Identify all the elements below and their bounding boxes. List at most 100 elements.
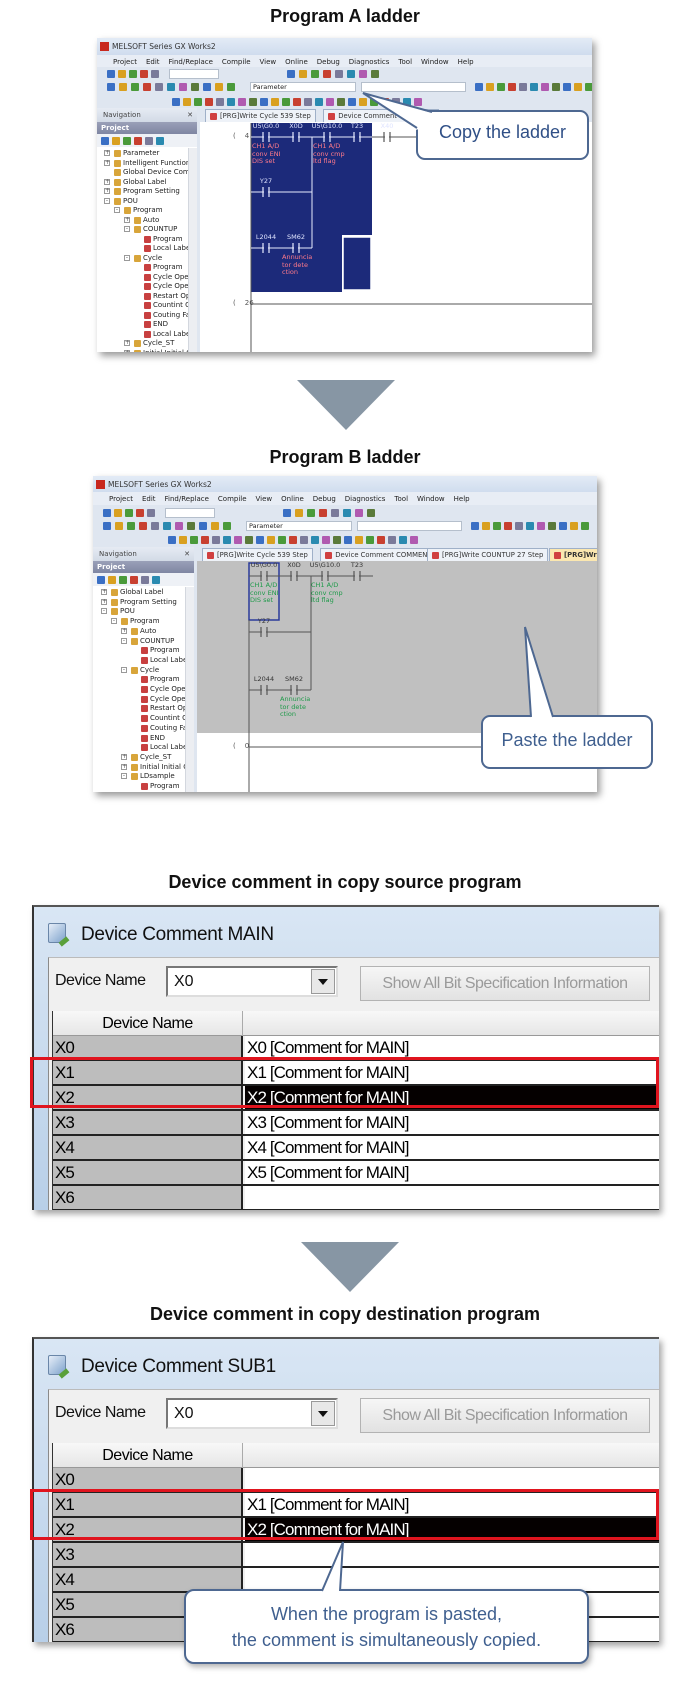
toolbar-button-icon[interactable] [203, 83, 211, 91]
comment-cell[interactable]: X2 [Comment for MAIN] [245, 1518, 659, 1541]
menu-edit[interactable]: Edit [141, 494, 156, 503]
toolbar-button-icon[interactable] [377, 536, 385, 544]
toolbar-button-icon[interactable] [552, 83, 560, 91]
toolbar-button-icon[interactable] [282, 98, 290, 106]
toolbar-combo[interactable] [169, 69, 219, 79]
tree-expander-icon[interactable]: + [121, 626, 128, 634]
menu-debug[interactable]: Debug [316, 57, 340, 66]
contact-symbol[interactable] [353, 132, 361, 142]
toolbar-button-icon[interactable] [131, 83, 139, 91]
tree-expander-icon[interactable]: + [104, 158, 111, 166]
toolbar-button-icon[interactable] [300, 536, 308, 544]
toolbar-button-icon[interactable] [112, 137, 120, 145]
toolbar-button-icon[interactable] [337, 98, 345, 106]
tree-item[interactable]: +Initial Initial Ope [97, 349, 188, 352]
tree-expander-icon[interactable]: + [101, 597, 108, 605]
editor-tab[interactable]: [PRG]Write Cycle 539 Step [202, 548, 313, 561]
toolbar-combo[interactable] [165, 508, 215, 518]
toolbar-button-icon[interactable] [238, 98, 246, 106]
toolbar-button-icon[interactable] [216, 98, 224, 106]
tree-item[interactable]: Local Label [97, 330, 188, 339]
toolbar-button-icon[interactable] [151, 522, 159, 530]
contact-symbol[interactable] [290, 685, 298, 695]
device-name-value[interactable]: X0 [174, 973, 194, 990]
toolbar-button-icon[interactable] [199, 522, 207, 530]
menu-window[interactable]: Window [417, 494, 445, 503]
toolbar-button-icon[interactable] [347, 70, 355, 78]
toolbar-button-icon[interactable] [119, 83, 127, 91]
tree-item[interactable]: +Cycle_ST [97, 339, 188, 348]
toolbar-button-icon[interactable] [508, 83, 516, 91]
tree-item[interactable]: Couting Fail [97, 311, 188, 320]
toolbar-button-icon[interactable] [581, 522, 589, 530]
toolbar-button-icon[interactable] [136, 509, 144, 517]
tree-item[interactable]: Countint Cy [97, 301, 188, 310]
tree-item[interactable]: +Global Label [97, 178, 188, 187]
menu-findreplace[interactable]: Find/Replace [168, 57, 213, 66]
toolbar-button-icon[interactable] [256, 536, 264, 544]
parameter-field[interactable]: Parameter [246, 521, 352, 531]
toolbar-button-icon[interactable] [125, 509, 133, 517]
tree-expander-icon[interactable]: + [101, 588, 108, 595]
device-label[interactable]: X0D [289, 122, 303, 130]
tree-item[interactable]: Program [97, 263, 188, 272]
toolbar-button-icon[interactable] [205, 98, 213, 106]
device-cell[interactable]: X6 [53, 1186, 243, 1209]
tree-item[interactable]: Program [97, 235, 188, 244]
toolbar-button-icon[interactable] [355, 509, 363, 517]
toolbar-button-icon[interactable] [155, 83, 163, 91]
editor-tab[interactable]: Device Comment COMMENT [320, 548, 437, 561]
tree-expander-icon[interactable]: - [124, 225, 130, 232]
toolbar-button-icon[interactable] [147, 509, 155, 517]
toolbar-button-icon[interactable] [295, 509, 303, 517]
device-cell[interactable]: X0 [53, 1468, 243, 1491]
toolbar-button-icon[interactable] [319, 509, 327, 517]
device-cell[interactable]: X2 [53, 1086, 243, 1109]
comment-cell[interactable]: X3 [Comment for MAIN] [245, 1111, 659, 1134]
tree-expander-icon[interactable]: - [114, 206, 120, 213]
toolbar-button-icon[interactable] [541, 83, 549, 91]
toolbar-button-icon[interactable] [519, 83, 527, 91]
toolbar-button-icon[interactable] [559, 522, 567, 530]
toolbar-button-icon[interactable] [471, 522, 479, 530]
contact-symbol[interactable] [260, 685, 268, 695]
contact-symbol[interactable] [260, 627, 268, 637]
tree-item[interactable]: Restart Oper [93, 704, 185, 713]
tree-expander-icon[interactable]: - [121, 665, 127, 673]
tree-item[interactable]: -Program [97, 206, 188, 215]
tree-expander-icon[interactable]: - [124, 253, 130, 261]
toolbar-button-icon[interactable] [245, 536, 253, 544]
toolbar-button-icon[interactable] [211, 522, 219, 530]
comment-cell[interactable] [245, 1468, 659, 1491]
toolbar-button-icon[interactable] [486, 83, 494, 91]
toolbar-button-icon[interactable] [563, 83, 571, 91]
toolbar-button-icon[interactable] [123, 137, 131, 145]
toolbar-button-icon[interactable] [574, 83, 582, 91]
tree-item[interactable]: +Auto [97, 216, 188, 225]
tree-expander-icon[interactable]: + [124, 339, 131, 346]
tree-item[interactable]: Program [93, 782, 185, 791]
tree-item[interactable]: Cycle Opera [97, 273, 188, 282]
column-header-device-name[interactable]: Device Name [53, 1011, 243, 1036]
toolbar-button-icon[interactable] [326, 98, 334, 106]
tree-expander-icon[interactable]: - [104, 196, 110, 204]
toolbar-button-icon[interactable] [530, 83, 538, 91]
parameter-field[interactable]: Parameter [250, 82, 356, 92]
toolbar-button-icon[interactable] [260, 98, 268, 106]
menu-tool[interactable]: Tool [394, 494, 409, 503]
menu-compile[interactable]: Compile [221, 57, 251, 66]
toolbar-button-icon[interactable] [249, 98, 257, 106]
comment-cell[interactable] [245, 1186, 659, 1209]
tree-item[interactable]: Cycle Opera [93, 695, 185, 704]
tree-expander-icon[interactable]: + [104, 149, 111, 156]
tree-item[interactable]: +Global Label [93, 588, 185, 597]
menu-project[interactable]: Project [113, 57, 137, 66]
toolbar-button-icon[interactable] [223, 536, 231, 544]
toolbar-button-icon[interactable] [187, 522, 195, 530]
device-cell[interactable]: X3 [53, 1111, 243, 1134]
tree-item[interactable]: Restart Oper [97, 292, 188, 301]
